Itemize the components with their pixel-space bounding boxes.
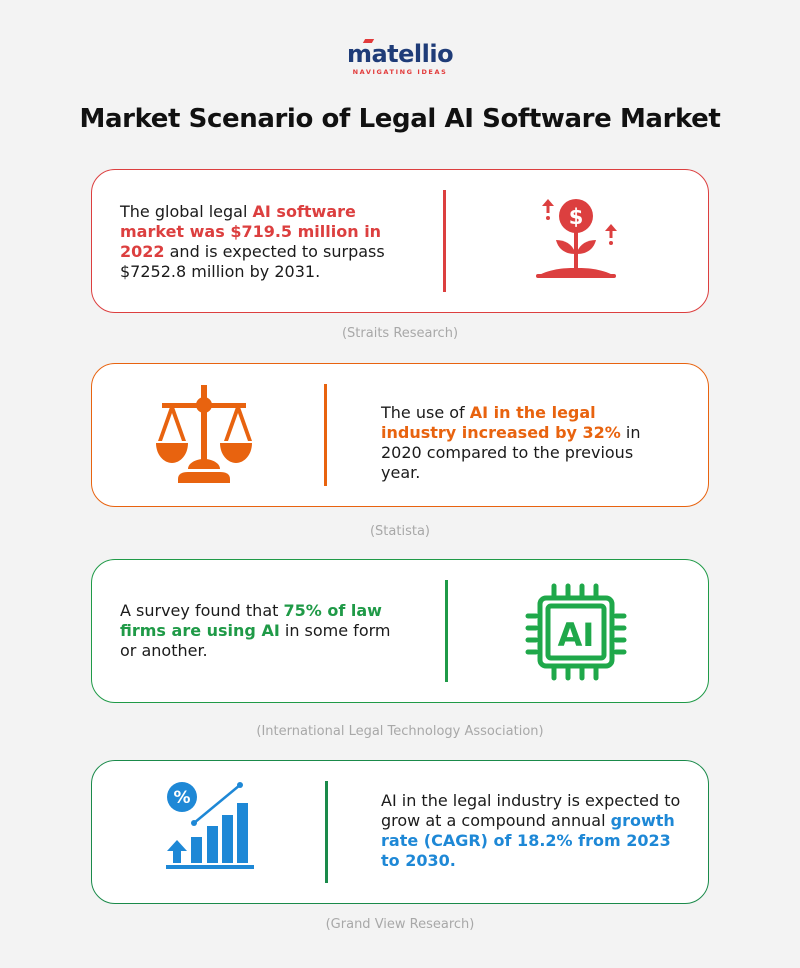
stat-text: A survey found that 75% of law firms are…	[120, 601, 391, 660]
source-citation: (Straits Research)	[341, 326, 459, 341]
stat-highlight: AI in the legal industry increased by 32…	[381, 403, 621, 442]
stat-highlight: 75% of law firms are using AI	[120, 601, 382, 640]
svg-text:$: $	[569, 205, 584, 229]
stat-card-cagr: % AI in the legal industry is expected t…	[91, 760, 709, 904]
stat-text: AI in the legal industry is expected to …	[381, 791, 681, 870]
stat-text: The global legal AI software market was …	[120, 202, 385, 281]
source-citation: (Grand View Research)	[325, 917, 475, 932]
card-divider	[324, 384, 327, 486]
stat-text: The use of AI in the legal industry incr…	[381, 403, 641, 482]
stat-card-usage-increase: The use of AI in the legal industry incr…	[91, 363, 709, 507]
source-citation: (Statista)	[369, 524, 430, 539]
logo-wordmark: matellio	[346, 39, 454, 68]
stat-highlight: growth rate (CAGR) of 18.2% from 2023 to…	[381, 811, 675, 870]
page-title: Market Scenario of Legal AI Software Mar…	[79, 104, 721, 134]
ai-chip-icon: AI	[525, 583, 627, 681]
stat-card-market-size: The global legal AI software market was …	[91, 169, 709, 313]
scales-of-justice-icon	[156, 385, 252, 483]
money-plant-growth-icon: $	[536, 199, 617, 278]
stat-card-law-firm-adoption: A survey found that 75% of law firms are…	[91, 559, 709, 703]
source-citation: (International Legal Technology Associat…	[256, 724, 544, 739]
svg-text:%: %	[173, 788, 190, 808]
card-divider	[445, 580, 448, 682]
svg-text:AI: AI	[558, 616, 595, 654]
card-divider	[325, 781, 328, 883]
growth-chart-percent-icon: %	[166, 782, 254, 869]
matellio-logo: matellio NAVIGATING IDEAS	[0, 39, 800, 76]
card-divider	[443, 190, 446, 292]
logo-tagline: NAVIGATING IDEAS	[352, 68, 448, 76]
stat-highlight: AI software market was $719.5 million in…	[120, 202, 382, 261]
